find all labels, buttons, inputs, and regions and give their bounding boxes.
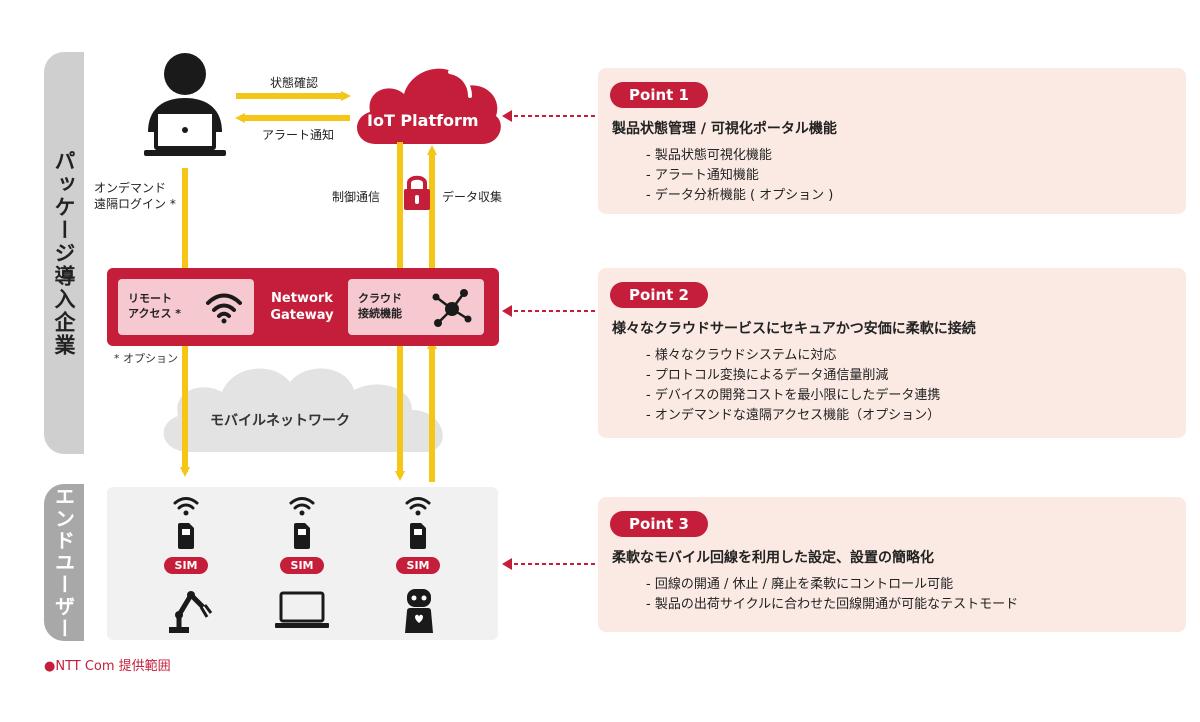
network-node-icon	[432, 289, 472, 327]
network-gateway: リモート アクセス * Network Gateway クラウド 接続機能	[107, 268, 499, 346]
iot-platform-title: IoT Platform	[367, 111, 479, 130]
sim-badge: SIM	[396, 557, 440, 574]
robot-arm-icon	[169, 591, 213, 633]
iot-platform-cloud	[357, 68, 501, 144]
wifi-icon	[405, 497, 431, 516]
point-1-badge: Point 1	[610, 82, 708, 108]
optional-note: * オプション	[114, 352, 178, 365]
wifi-icon	[289, 497, 315, 516]
sim-card-icon	[410, 523, 426, 549]
side-label-end-users: エンドユーザー	[51, 485, 76, 640]
mobile-network-label: モバイルネットワーク	[210, 413, 350, 429]
point-1-list: - 製品状態可視化機能 - アラート通知機能 - データ分析機能 ( オプション…	[646, 146, 833, 206]
point-3-panel: Point 3 柔軟なモバイル回線を利用した設定、設置の簡略化 - 回線の開通 …	[598, 497, 1186, 632]
point-3-badge: Point 3	[610, 511, 708, 537]
point-2-badge: Point 2	[610, 282, 708, 308]
list-item: - 回線の開通 / 休止 / 廃止を柔軟にコントロール可能	[646, 577, 954, 592]
service-robot-icon	[405, 589, 433, 633]
list-item: - 製品状態可視化機能	[646, 148, 772, 163]
mobile-network-cloud	[163, 368, 443, 452]
list-item: - アラート通知機能	[646, 168, 759, 183]
alert-notify-label: アラート通知	[262, 128, 335, 142]
point-1-heading: 製品状態管理 / 可視化ポータル機能	[612, 121, 837, 137]
side-label-package: パッケージ導入企業	[52, 149, 76, 357]
point-2-heading: 様々なクラウドサービスにセキュアかつ安価に柔軟に接続	[612, 321, 976, 337]
side-band-end-users	[44, 484, 84, 641]
control-comm-label: 制御通信	[332, 190, 381, 204]
sim-badge: SIM	[164, 557, 208, 574]
point-connectors	[502, 110, 598, 570]
wifi-icon	[206, 293, 242, 324]
remote-access-box: リモート アクセス *	[118, 279, 254, 335]
end-user-devices: SIM SIM SIM	[107, 487, 498, 640]
side-band-package	[44, 52, 84, 454]
point-1-panel: Point 1 製品状態管理 / 可視化ポータル機能 - 製品状態可視化機能 -…	[598, 68, 1186, 214]
wifi-icon	[173, 497, 199, 516]
sim-card-icon	[178, 523, 194, 549]
point-2-list: - 様々なクラウドシステムに対応 - プロトコル変換によるデータ通信量削減 - …	[646, 346, 940, 426]
ntt-com-legend: ●NTT Com 提供範囲	[44, 659, 171, 674]
sim-badge: SIM	[280, 557, 324, 574]
on-demand-login-label: オンデマンド 遠隔ログイン *	[94, 181, 176, 211]
list-item: - 様々なクラウドシステムに対応	[646, 348, 837, 363]
list-item: - デバイスの開発コストを最小限にしたデータ連携	[646, 388, 941, 403]
operator-laptop-icon	[144, 53, 226, 156]
point-2-panel: Point 2 様々なクラウドサービスにセキュアかつ安価に柔軟に接続 - 様々な…	[598, 268, 1186, 438]
laptop-icon	[275, 591, 329, 628]
lock-icon	[404, 175, 430, 210]
list-item: - データ分析機能 ( オプション )	[646, 188, 834, 203]
list-item: - オンデマンドな遠隔アクセス機能（オプション）	[646, 408, 941, 423]
status-check-label: 状態確認	[270, 76, 319, 90]
list-item: - 製品の出荷サイクルに合わせた回線開通が可能なテストモード	[646, 597, 1019, 612]
cloud-connect-box: クラウド 接続機能	[348, 279, 484, 335]
data-collect-label: データ収集	[442, 190, 503, 204]
point-3-list: - 回線の開通 / 休止 / 廃止を柔軟にコントロール可能 - 製品の出荷サイク…	[646, 575, 1018, 615]
gateway-title: Network Gateway	[270, 291, 334, 323]
point-3-heading: 柔軟なモバイル回線を利用した設定、設置の簡略化	[612, 550, 934, 566]
sim-card-icon	[294, 523, 310, 549]
list-item: - プロトコル変換によるデータ通信量削減	[646, 368, 889, 383]
